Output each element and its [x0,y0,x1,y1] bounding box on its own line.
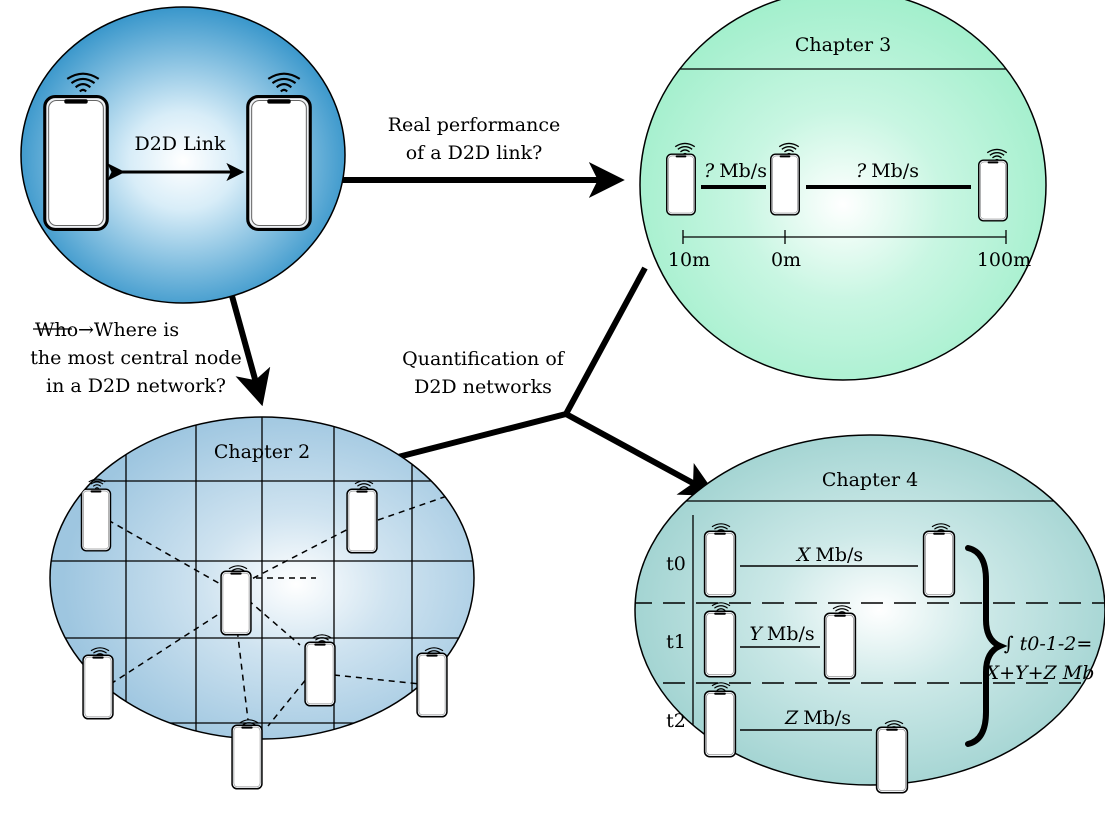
axis-tick-label: 100m [977,249,1031,271]
smartphone-icon [703,530,737,598]
device-pair-circle: D2D Link [20,6,346,304]
rate-variable: Y [749,623,764,645]
smartphone-icon [977,159,1009,222]
smartphone-icon [80,488,112,552]
smartphone-icon [922,530,956,598]
struck-word: Who [35,319,78,341]
time-slot-label: t0 [666,553,686,575]
smartphone-icon [769,153,801,216]
d2d-link-label: D2D Link [134,133,226,155]
edge-chapter2-junction [397,411,567,460]
rate-variable: ? [704,160,715,182]
rate-label: ?Mb/s [856,160,919,182]
smartphone-icon [231,724,263,790]
rate-unit: Mb/s [767,623,815,645]
chapter2-circle: Chapter 2 [49,416,475,790]
smartphone-icon [220,570,252,636]
edge-top-to-chapter2 [229,295,271,407]
smartphone-icon [304,641,336,707]
integral-formula-line: X+Y+Z Mb [984,662,1095,684]
edge-junction-to-chapter3 [563,266,648,416]
smartphone-icon [703,610,737,678]
chapter3-circle: Chapter 3 ?Mb/s ?Mb/s 10m 0m 100m [639,0,1047,381]
smartphone-icon [875,726,909,794]
edge-label-line: →Where is [78,319,179,341]
rate-label: ?Mb/s [704,160,767,182]
time-slot-label: t1 [666,631,686,653]
smartphone-icon [346,488,378,554]
rate-variable: X [795,544,812,566]
chapter3-title: Chapter 3 [795,34,891,56]
edge-label-quantification: Quantification of D2D networks [402,348,566,398]
rate-unit: Mb/s [815,544,863,566]
edge-label-line: Quantification of [402,348,566,370]
edge-label-line: of a D2D link? [406,142,543,164]
rate-variable: Z [784,707,799,729]
rate-unit: Mb/s [719,160,767,182]
edge-label-line: Real performance [388,114,561,136]
smartphone-icon [43,94,109,232]
smartphone-icon [665,153,697,216]
smartphone-icon [416,652,448,718]
edge-junction-to-chapter4 [564,411,717,497]
edge-label-line: in a D2D network? [46,375,226,397]
edge-label-central-node: Who →Where is the most central node in a… [30,319,241,397]
rate-variable: ? [856,160,867,182]
rate-unit: Mb/s [871,160,919,182]
edge-label-real-performance: Real performance of a D2D link? [388,114,561,164]
chapter4-title: Chapter 4 [822,469,918,491]
axis-tick-label: 0m [771,249,801,271]
smartphone-icon [82,654,114,720]
axis-tick-label: 10m [668,249,710,271]
smartphone-icon [703,690,737,758]
time-slot-label: t2 [666,710,686,732]
rate-unit: Mb/s [803,707,851,729]
chapter2-title: Chapter 2 [214,441,310,463]
curly-brace-icon [965,545,1008,747]
integral-formula-line: ∫ t0-1-2= [1004,633,1093,655]
edge-label-line: the most central node [30,347,241,369]
smartphone-icon [823,612,857,680]
edge-label-line: D2D networks [414,376,552,398]
smartphone-icon [246,94,312,232]
